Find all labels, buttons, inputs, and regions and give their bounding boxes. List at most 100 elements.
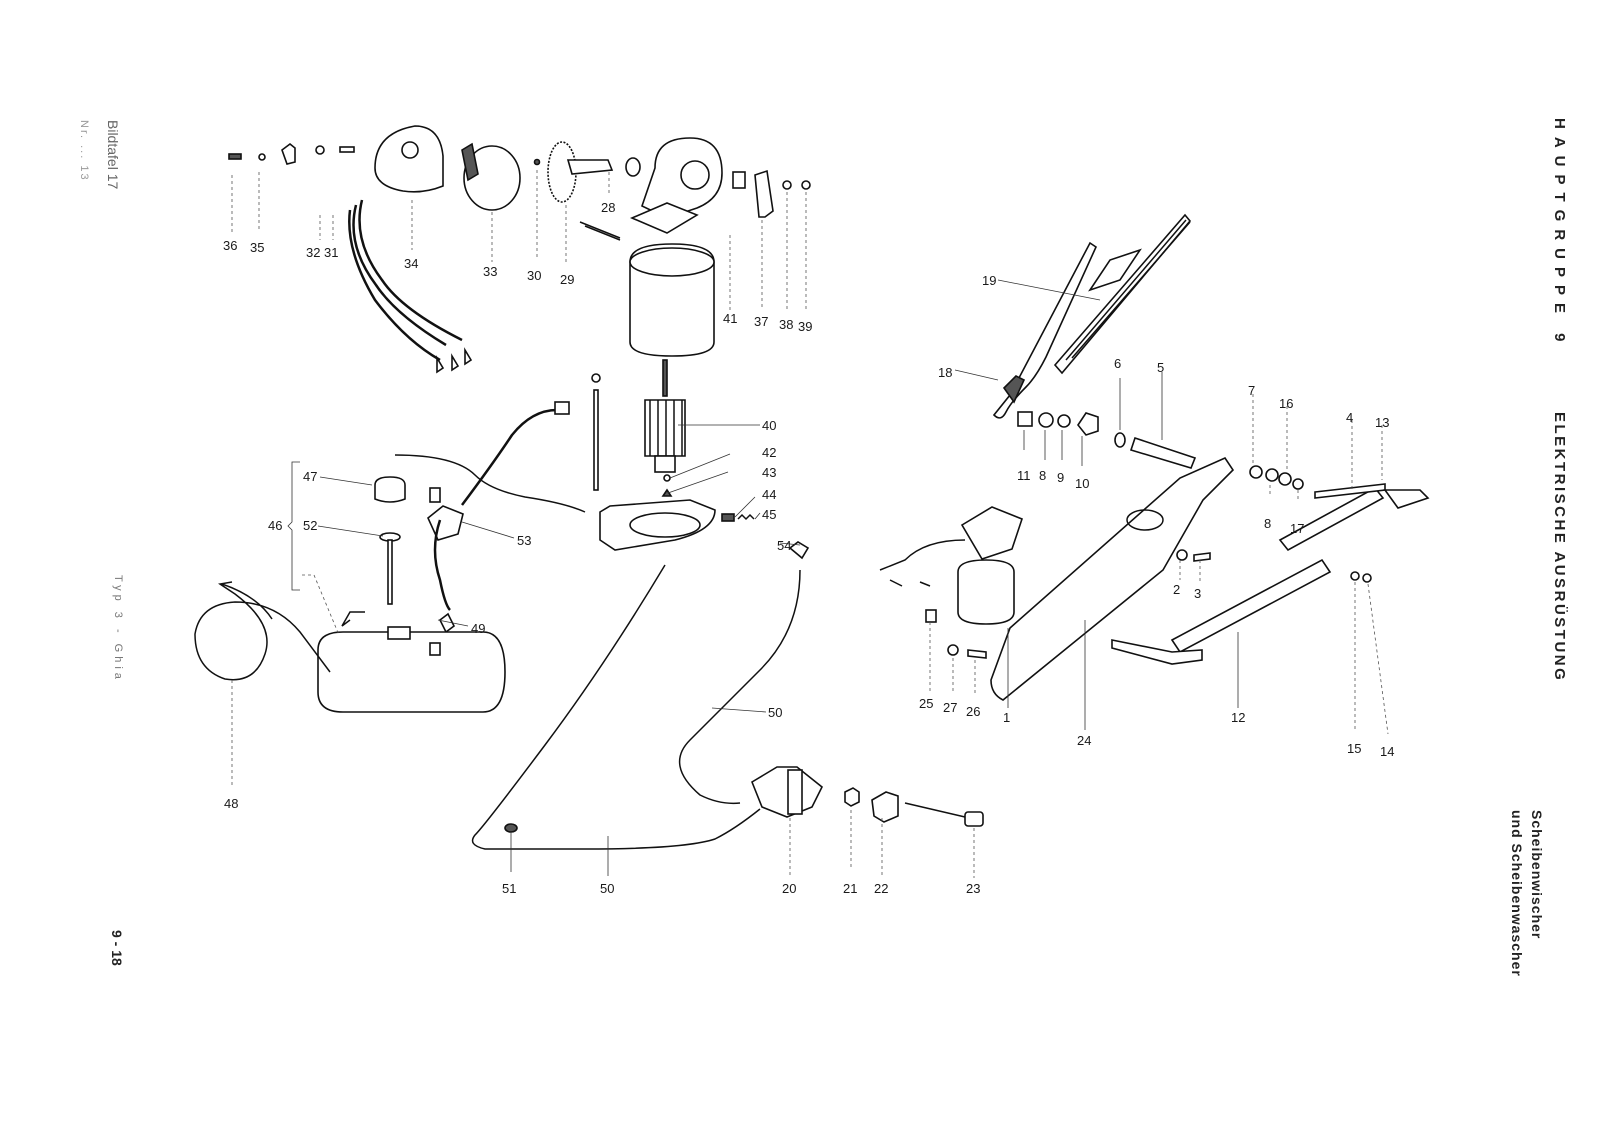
part-33-gear-cover: [461, 142, 521, 211]
callout-29: 29: [560, 272, 574, 287]
part-38-washer: [782, 180, 792, 190]
part-47-cap: [374, 476, 406, 503]
part-31-nut: [315, 145, 355, 155]
callout-3: 3: [1194, 586, 1201, 601]
callout-20: 20: [782, 881, 796, 896]
part-8-washer-a: [1038, 412, 1054, 428]
callout-39: 39: [798, 319, 812, 334]
callout-50-lower: 50: [600, 881, 614, 896]
callout-42: 42: [762, 445, 776, 460]
callout-45: 45: [762, 507, 776, 522]
callout-38: 38: [779, 317, 793, 332]
part-16-ring: [1278, 472, 1292, 486]
callout-53: 53: [517, 533, 531, 548]
part-52-suction-pipe: [379, 532, 401, 605]
part-30-ball: [533, 158, 541, 166]
callout-14: 14: [1380, 744, 1394, 759]
callout-13: 13: [1375, 415, 1389, 430]
callout-2: 2: [1173, 582, 1180, 597]
callout-22: 22: [874, 881, 888, 896]
callout-8-left: 8: [1039, 468, 1046, 483]
part-28-washer: [625, 157, 641, 177]
motor-housing: [579, 221, 715, 357]
callout-37: 37: [754, 314, 768, 329]
callout-6: 6: [1114, 356, 1121, 371]
part-6-ring: [1114, 432, 1126, 448]
part-44-brush: [721, 513, 735, 522]
callout-16: 16: [1279, 396, 1293, 411]
part-36-screw: [228, 153, 242, 160]
part-8-washer-b: [1265, 468, 1279, 482]
callout-40: 40: [762, 418, 776, 433]
callout-8-right: 8: [1264, 516, 1271, 531]
part-bushing: [732, 171, 746, 189]
callout-28: 28: [601, 200, 615, 215]
callout-7: 7: [1248, 383, 1255, 398]
part-27-washer: [947, 644, 959, 656]
callout-4: 4: [1346, 410, 1353, 425]
part-11-bush: [1017, 411, 1033, 427]
wiper-linkage: [879, 213, 1430, 701]
part-12-rod: [1170, 558, 1332, 654]
callout-21: 21: [843, 881, 857, 896]
callout-10: 10: [1075, 476, 1089, 491]
part-26-bolt: [967, 649, 987, 659]
part-35-washer: [258, 153, 266, 161]
hose-return: [394, 454, 586, 513]
callout-27: 27: [943, 700, 957, 715]
callout-18: 18: [938, 365, 952, 380]
part-14-clip: [1362, 573, 1372, 583]
callout-41: 41: [723, 311, 737, 326]
part-9-seal: [1057, 414, 1071, 428]
part-41-gear-housing: [629, 137, 723, 234]
part-2-washer: [1176, 549, 1188, 561]
callout-34: 34: [404, 256, 418, 271]
callout-labels: 36 35 32 31 34 33 30 29 28 41 37 38 39 4…: [223, 200, 1394, 896]
part-29-worm-gear: [547, 141, 614, 203]
callout-32: 32: [306, 245, 320, 260]
wiper-motor-explosion: [228, 125, 811, 551]
callout-36: 36: [223, 238, 237, 253]
part-10-nut: [1077, 412, 1099, 436]
callout-24: 24: [1077, 733, 1091, 748]
callout-25: 25: [919, 696, 933, 711]
callout-35: 35: [250, 240, 264, 255]
part-53-pump: [427, 487, 464, 541]
callout-11: 11: [1017, 468, 1031, 483]
callout-1: 1: [1003, 710, 1010, 725]
part-42-washer: [663, 474, 671, 482]
callout-9: 9: [1057, 470, 1064, 485]
washer-system: [194, 401, 984, 850]
part-18-wiper-arm: [992, 241, 1098, 419]
callout-44: 44: [762, 487, 776, 502]
part-5-spindle: [1129, 436, 1197, 469]
tank-clip: [341, 611, 365, 627]
callout-19: 19: [982, 273, 996, 288]
part-19-wiper-blade: [1053, 213, 1192, 375]
part-4-rod: [1278, 486, 1385, 552]
part-23-knob: [904, 802, 984, 827]
callout-46: 46: [268, 518, 282, 533]
part-20-switch: [751, 766, 824, 818]
callout-26: 26: [966, 704, 980, 719]
callout-33: 33: [483, 264, 497, 279]
part-39-nut: [801, 180, 811, 190]
callout-23: 23: [966, 881, 980, 896]
part-7-washer: [1249, 465, 1263, 479]
part-25-plug: [925, 609, 937, 623]
callout-5: 5: [1157, 360, 1164, 375]
callout-30: 30: [527, 268, 541, 283]
callout-31: 31: [324, 245, 338, 260]
washer-tank: [317, 626, 506, 713]
part-43-ball: [661, 488, 673, 497]
part-24-lever: [990, 456, 1235, 701]
part-15-washer: [1350, 571, 1360, 581]
part-50-hose-long: [471, 564, 761, 850]
callout-50-upper: 50: [768, 705, 782, 720]
part-37-bracket: [754, 169, 774, 218]
part-51-connector: [504, 823, 518, 833]
callout-49: 49: [471, 621, 485, 636]
group-bracket-46: [287, 461, 300, 591]
callout-43: 43: [762, 465, 776, 480]
callout-54: 54: [777, 538, 791, 553]
